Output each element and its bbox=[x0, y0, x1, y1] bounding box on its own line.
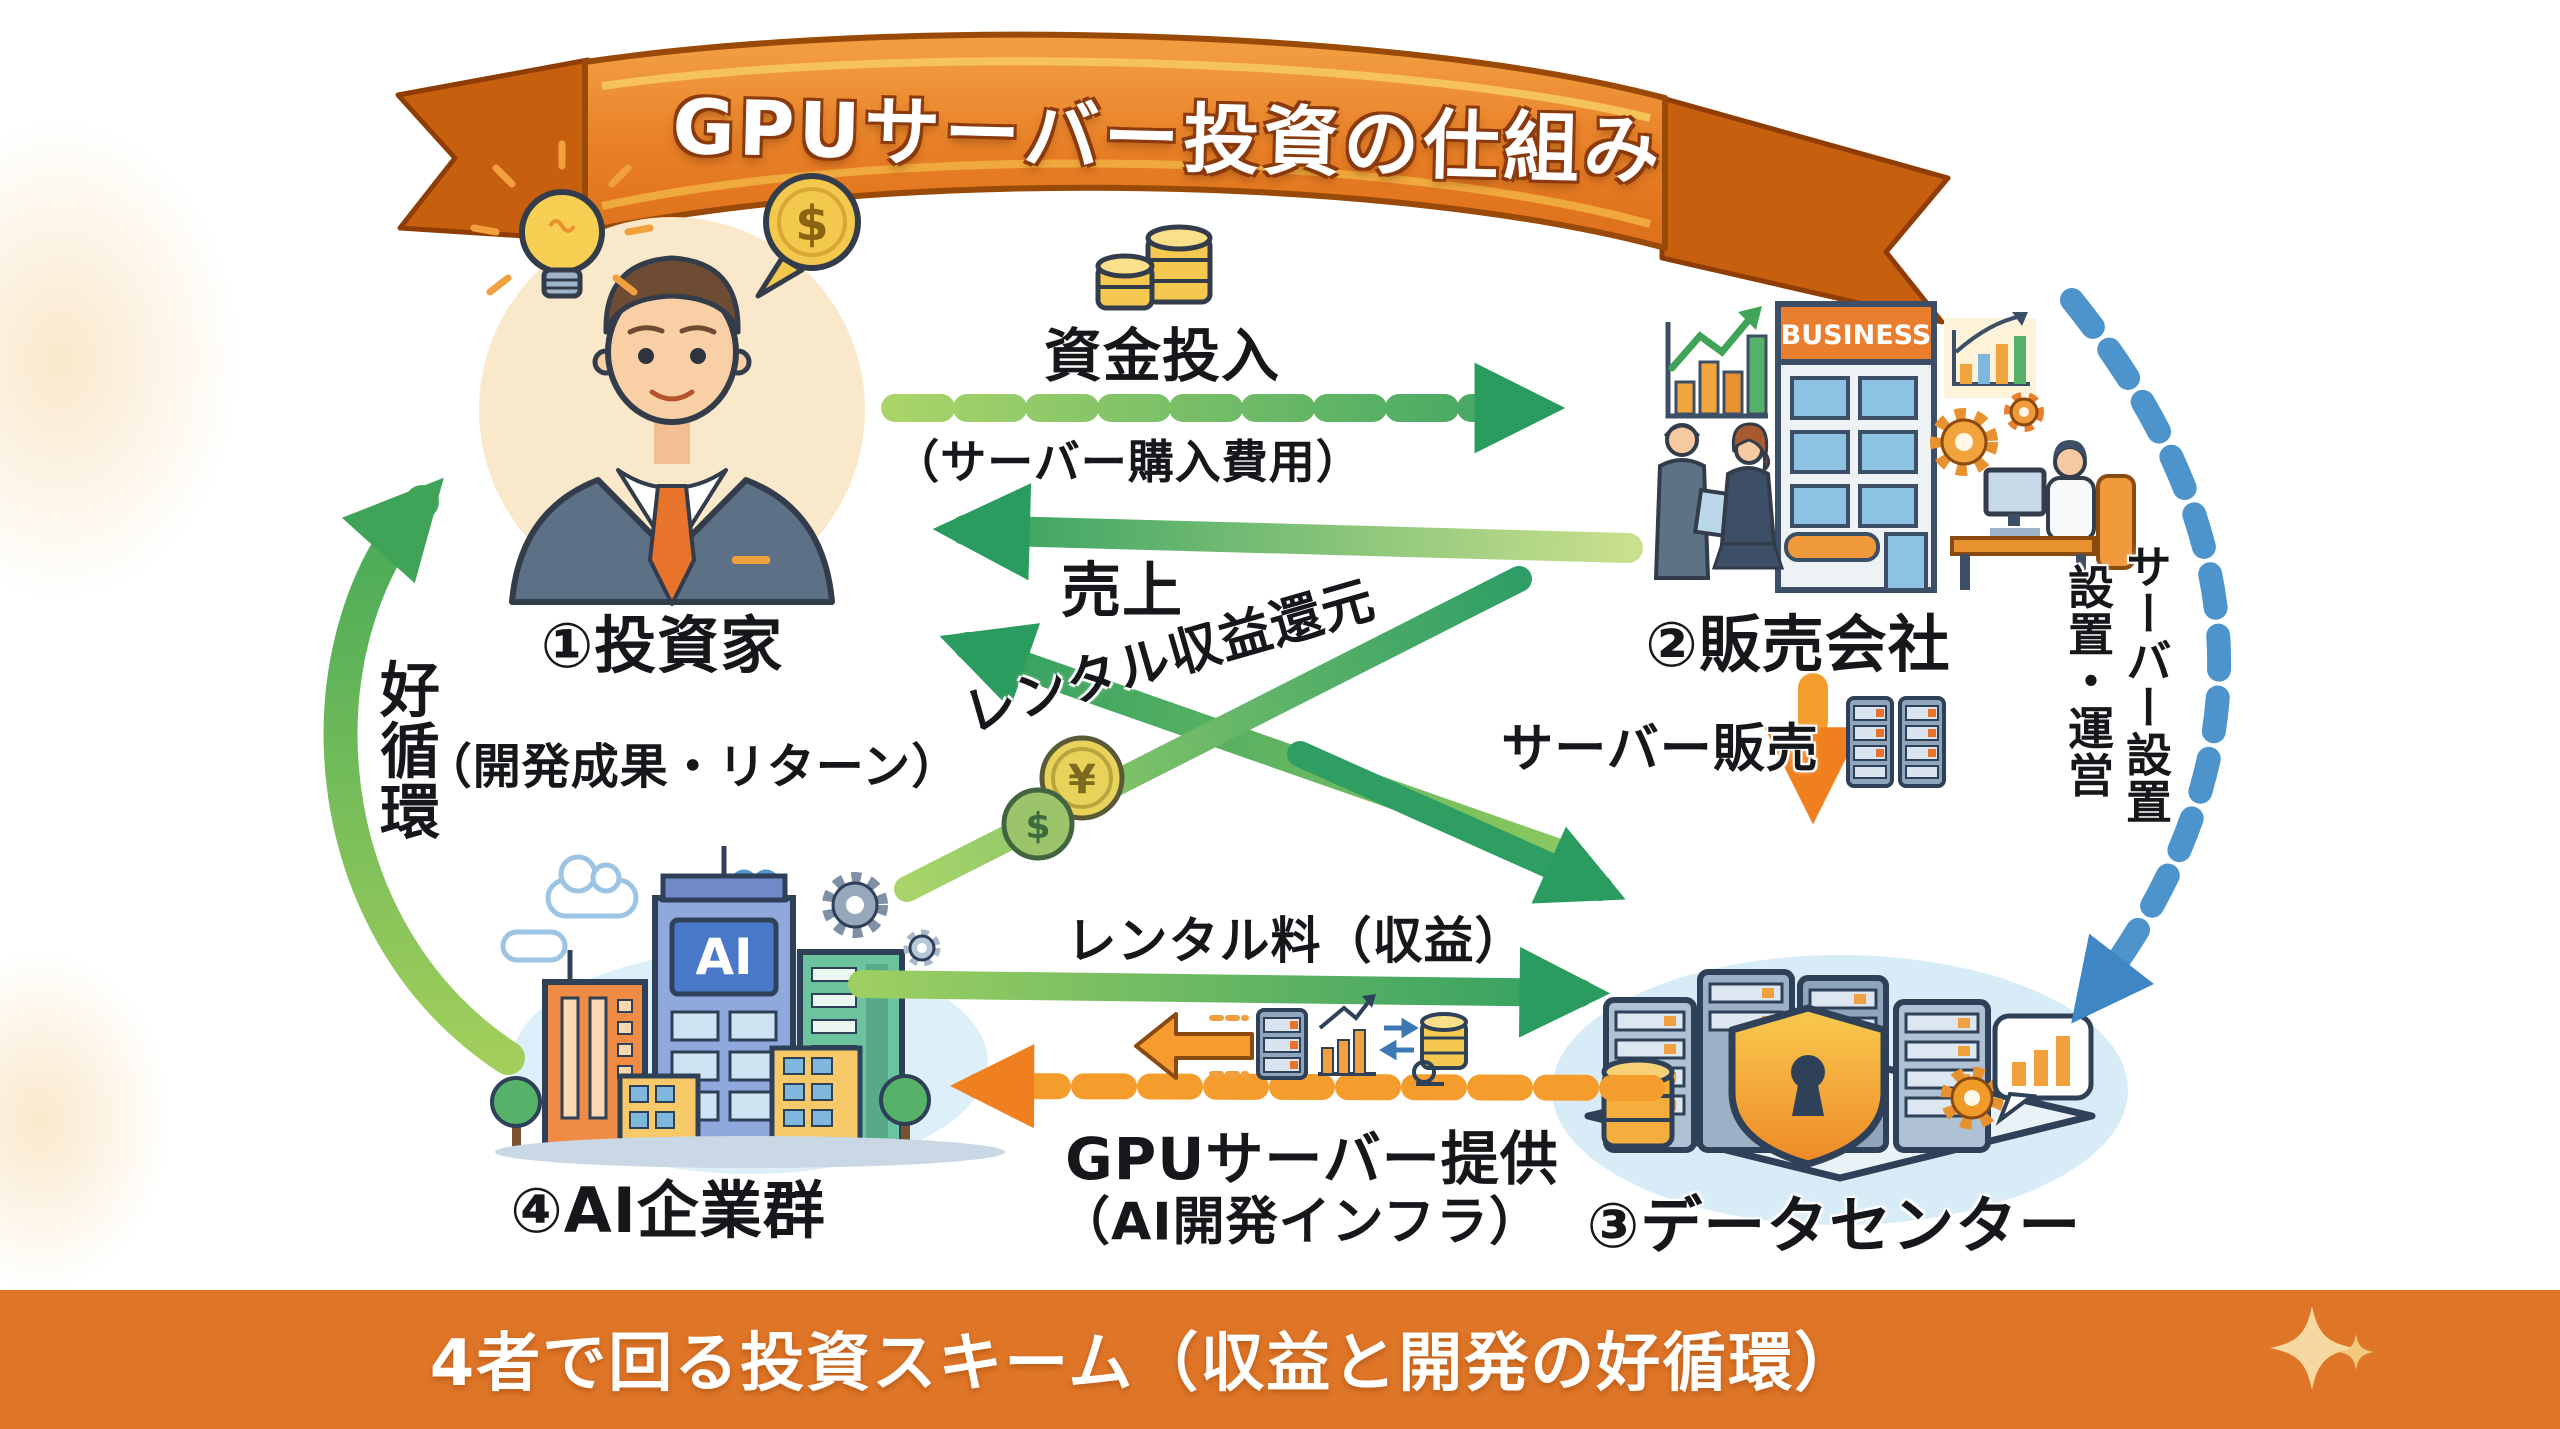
footer-text: 4者で回る投資スキーム（収益と開発の好循環） bbox=[429, 1327, 1861, 1401]
coins-icon bbox=[1095, 224, 1213, 311]
cloud-icon bbox=[500, 854, 639, 963]
entity-sales-label: ②販売会社 bbox=[1645, 608, 1951, 681]
yen-symbol: ¥ bbox=[1068, 757, 1096, 803]
shield-lock-icon bbox=[1728, 1004, 1888, 1168]
gear-icon bbox=[822, 872, 941, 967]
flow-gpu-sublabel: （AI開発インフラ） bbox=[1057, 1192, 1543, 1253]
desk-worker-icon bbox=[1950, 440, 2136, 590]
title-ribbon bbox=[395, 31, 1951, 325]
flow-funding-sublabel: （サーバー購入費用） bbox=[893, 435, 1363, 489]
flow-funding-label: 資金投入 bbox=[1043, 322, 1281, 390]
people-icon bbox=[1653, 422, 1785, 580]
flow-gpu-label: GPUサーバー提供 bbox=[1065, 1125, 1559, 1193]
entity-investor-note: （開発成果・リターン） bbox=[423, 739, 961, 795]
entity-datacenter-label: ③データセンター bbox=[1586, 1189, 2082, 1262]
sales-company-illustration: BUSINESS bbox=[1653, 301, 2136, 593]
dollar-symbol: $ bbox=[1025, 806, 1050, 847]
footer-banner bbox=[0, 1290, 2560, 1429]
arrow-virtuous-cycle bbox=[323, 477, 525, 1075]
flow-rental-fee-label: レンタル料（収益） bbox=[1066, 912, 1526, 970]
investor-illustration bbox=[479, 217, 865, 606]
entity-ai-label: ④AI企業群 bbox=[510, 1174, 826, 1247]
flow-server-sales-label: サーバー販売 bbox=[1501, 719, 1819, 780]
ai-companies-illustration: AI bbox=[490, 846, 1005, 1174]
arrow-rental-fee bbox=[848, 946, 1611, 1038]
coin-stack-icon bbox=[1412, 1012, 1468, 1086]
transfer-arrows-icon bbox=[1379, 1017, 1419, 1061]
dollar-bubble-icon: $ bbox=[755, 173, 861, 299]
arrow-to-datacenter bbox=[1287, 741, 1626, 904]
coin-stack-icon bbox=[1601, 1057, 1675, 1149]
business-sign: BUSINESS bbox=[1781, 320, 1932, 351]
gear-icon bbox=[1930, 392, 2044, 476]
arrow-setup-arc bbox=[2060, 288, 2232, 1024]
entity-investor-label: ①投資家 bbox=[540, 609, 784, 682]
dollar-symbol: $ bbox=[795, 196, 828, 252]
gear-icon bbox=[1940, 1066, 2004, 1130]
growth-chart-icon bbox=[1318, 994, 1376, 1076]
sparkle-icon bbox=[2270, 1306, 2374, 1390]
flow-setup-label-left: 設置・運営 bbox=[2061, 563, 2115, 799]
flow-cycle-label: 好循環 bbox=[369, 658, 440, 842]
coin-pair-icon: ¥ $ bbox=[1001, 735, 1125, 861]
tree-icon bbox=[490, 1074, 931, 1148]
rental-icon-row bbox=[1134, 994, 1468, 1086]
data-center-illustration bbox=[1552, 955, 2128, 1225]
ai-sign: AI bbox=[695, 928, 752, 986]
chart-bubble-icon bbox=[1992, 1013, 2094, 1126]
arrow-gpu-provision bbox=[949, 1044, 1665, 1129]
arrow-sales bbox=[932, 483, 1643, 581]
left-arrow-icon bbox=[1134, 1012, 1254, 1080]
flow-setup-label-right: サーバー設置 bbox=[2119, 543, 2173, 825]
server-rack-icon bbox=[1846, 696, 1946, 788]
flow-arrows bbox=[323, 288, 2232, 1129]
lightbulb-icon bbox=[470, 140, 654, 299]
flow-sales-label: 売上 bbox=[1061, 556, 1183, 627]
